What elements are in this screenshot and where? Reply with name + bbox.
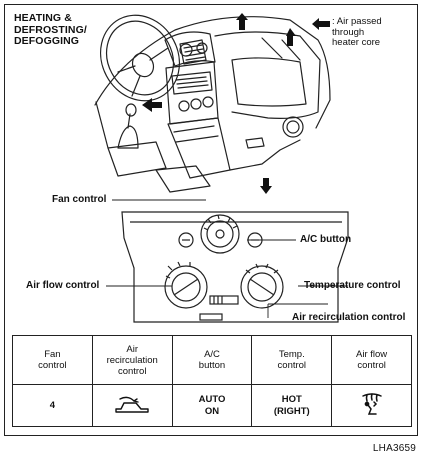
settings-table: Fan control Air recirculation control A/… (12, 335, 412, 427)
steering-wheel-icon (99, 14, 181, 102)
defrost-foot-icon (361, 392, 382, 415)
figure-title: HEATING & DEFROSTING/ DEFOGGING (14, 12, 87, 47)
outside-air-car-icon (115, 396, 149, 413)
table-header-row: Fan control Air recirculation control A/… (12, 335, 412, 385)
cell-ac-value: AUTO ON (171, 384, 253, 427)
legend-text: : Air passed through heater core (332, 16, 382, 48)
legend: : Air passed through heater core (312, 16, 382, 49)
table-row: 4 AUTO ON HOT (RIGHT) (12, 384, 412, 427)
callout-air-recirculation-control: Air recirculation control (292, 312, 406, 323)
cell-air-flow (331, 384, 412, 427)
dashboard-illustration (94, 13, 349, 323)
header-ac-button: A/C button (171, 335, 253, 385)
header-temp-control: Temp. control (251, 335, 333, 385)
control-panel (121, 211, 349, 323)
airflow-arrow-icon (236, 13, 248, 30)
air-flow-control-knob (164, 261, 208, 309)
header-fan-control: Fan control (12, 335, 93, 385)
callout-air-flow-control: Air flow control (26, 280, 100, 291)
solid-arrow-icon (312, 18, 330, 30)
airflow-arrow-icon (142, 98, 162, 112)
header-air-recirculation: Air recirculation control (91, 335, 173, 385)
airflow-arrow-icon (260, 178, 272, 194)
figure-code: LHA3659 (372, 443, 416, 454)
cell-temp-value: HOT (RIGHT) (251, 384, 333, 427)
header-air-flow-control: Air flow control (331, 335, 412, 385)
temperature-control-knob (240, 263, 284, 309)
cell-fan-value: 4 (12, 384, 93, 427)
recirculation-lever (209, 295, 239, 305)
callout-temperature-control: Temperature control (304, 280, 401, 291)
callout-ac-button: A/C button (300, 234, 352, 245)
ac-button (247, 232, 263, 248)
fan-control-knob (200, 214, 240, 254)
cell-recirculation (91, 384, 173, 427)
callout-fan-control: Fan control (52, 194, 107, 205)
figure-frame (4, 4, 418, 436)
airflow-arrow-icon (286, 28, 296, 46)
